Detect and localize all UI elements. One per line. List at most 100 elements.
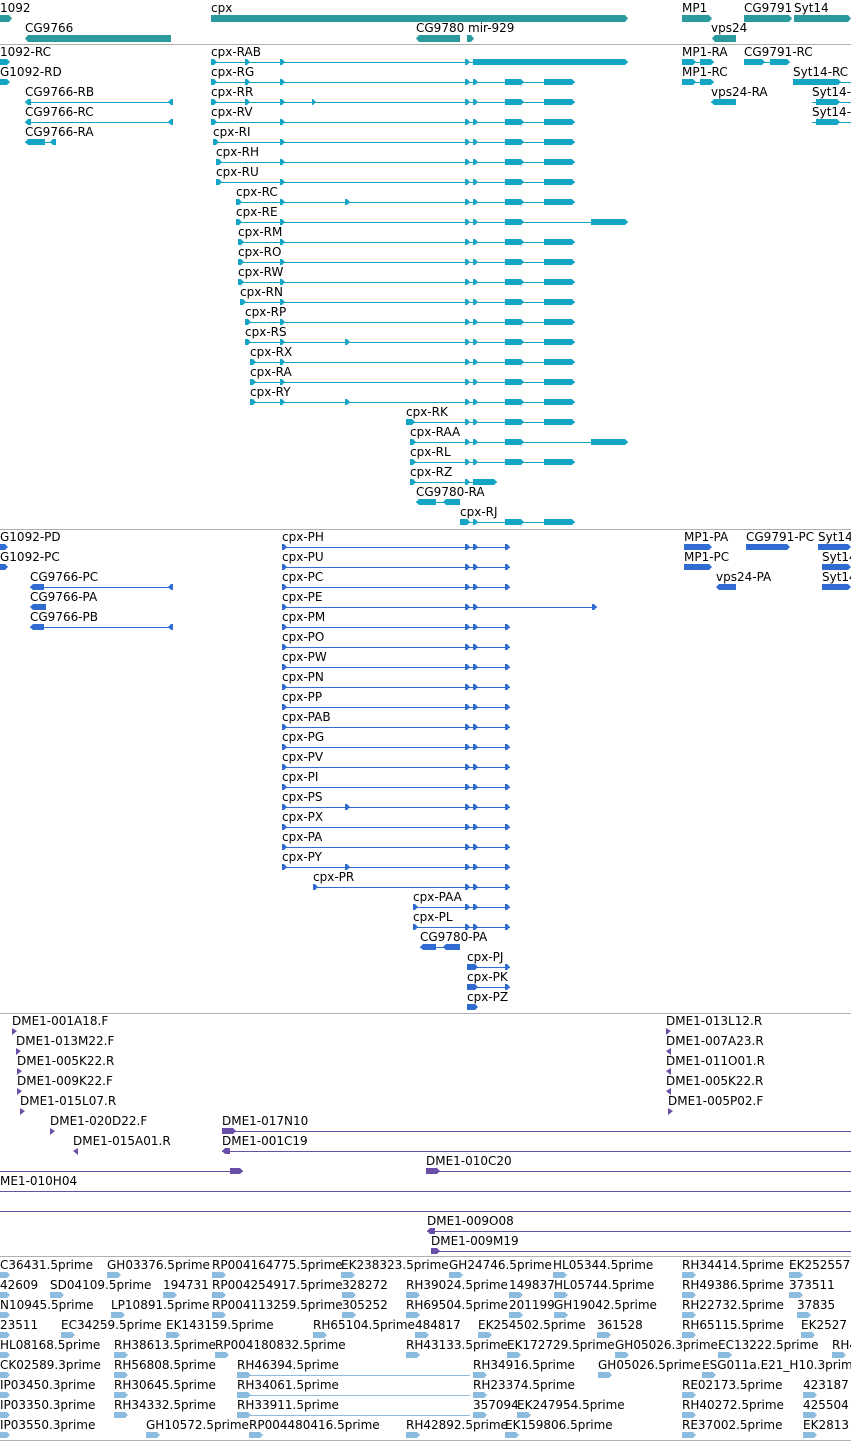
feature-glyph[interactable]: [718, 1352, 732, 1358]
feature-glyph[interactable]: [682, 79, 714, 85]
feature-label[interactable]: DME1-001A18.F: [12, 1014, 109, 1028]
feature-label[interactable]: RH49386.5prime: [682, 1278, 784, 1292]
feature-label[interactable]: cpx-RO: [238, 245, 282, 259]
feature-label[interactable]: cpx-PR: [313, 870, 355, 884]
feature-glyph[interactable]: [282, 604, 597, 610]
feature-glyph[interactable]: [0, 544, 8, 550]
feature-label[interactable]: Syt14-: [822, 550, 851, 564]
feature-label[interactable]: Syt14-RC: [793, 65, 849, 79]
feature-glyph[interactable]: [682, 15, 712, 22]
feature-glyph[interactable]: [146, 1432, 160, 1438]
feature-glyph[interactable]: [507, 1352, 521, 1358]
feature-glyph[interactable]: [597, 1332, 611, 1338]
feature-glyph[interactable]: [282, 784, 510, 790]
feature-glyph[interactable]: [413, 904, 510, 910]
feature-glyph[interactable]: [0, 1372, 10, 1378]
feature-label[interactable]: EK238323.5prime: [341, 1258, 449, 1272]
feature-label[interactable]: cpx-RK: [406, 405, 448, 419]
feature-label[interactable]: CG9766-RC: [25, 105, 94, 119]
feature-glyph[interactable]: [666, 1048, 671, 1055]
feature-glyph[interactable]: [832, 1352, 846, 1358]
feature-glyph[interactable]: [517, 1412, 531, 1418]
feature-glyph[interactable]: [249, 1432, 263, 1438]
feature-glyph[interactable]: [216, 179, 575, 185]
feature-glyph[interactable]: [666, 1088, 671, 1095]
feature-glyph[interactable]: [0, 1352, 10, 1358]
feature-glyph[interactable]: [426, 1168, 851, 1174]
feature-label[interactable]: RH4: [832, 1338, 851, 1352]
feature-glyph[interactable]: [812, 99, 851, 105]
feature-label[interactable]: GH03376.5prime: [107, 1258, 210, 1272]
feature-label[interactable]: CG9766-PB: [30, 610, 99, 624]
feature-label[interactable]: cpx-RP: [245, 305, 287, 319]
feature-label[interactable]: 1092-RC: [0, 45, 51, 59]
feature-glyph[interactable]: [0, 1168, 243, 1174]
feature-label[interactable]: MP1-RA: [682, 45, 728, 59]
feature-label[interactable]: cpx-PA: [282, 830, 323, 844]
feature-glyph[interactable]: [0, 79, 10, 85]
feature-glyph[interactable]: [282, 664, 510, 670]
feature-label[interactable]: Syt14-: [818, 530, 851, 544]
feature-label[interactable]: cpx-RX: [250, 345, 293, 359]
feature-glyph[interactable]: [682, 1272, 696, 1278]
feature-glyph[interactable]: [789, 1272, 803, 1278]
feature-label[interactable]: RH65104.5prime: [313, 1318, 415, 1332]
feature-glyph[interactable]: [818, 544, 851, 550]
feature-glyph[interactable]: [30, 604, 46, 610]
feature-glyph[interactable]: [107, 1272, 121, 1278]
feature-glyph[interactable]: [794, 15, 851, 22]
feature-glyph[interactable]: [0, 1292, 10, 1298]
feature-glyph[interactable]: [240, 299, 575, 305]
feature-glyph[interactable]: [222, 1128, 851, 1134]
feature-glyph[interactable]: [61, 1332, 75, 1338]
feature-label[interactable]: CG9780-PA: [420, 930, 488, 944]
feature-glyph[interactable]: [211, 119, 575, 125]
feature-glyph[interactable]: [803, 1392, 817, 1398]
feature-label[interactable]: DME1-015L07.R: [20, 1094, 117, 1108]
feature-label[interactable]: 357094: [473, 1398, 519, 1412]
feature-label[interactable]: N10945.5prime: [0, 1298, 94, 1312]
feature-glyph[interactable]: [238, 279, 575, 285]
feature-glyph[interactable]: [684, 564, 712, 570]
feature-label[interactable]: 361528: [597, 1318, 643, 1332]
feature-glyph[interactable]: [473, 1412, 487, 1418]
feature-glyph[interactable]: [282, 544, 510, 550]
feature-glyph[interactable]: [12, 1028, 17, 1035]
feature-label[interactable]: CG9766: [25, 21, 74, 35]
feature-glyph[interactable]: [0, 1272, 10, 1278]
feature-label[interactable]: cpx-RW: [238, 265, 284, 279]
feature-glyph[interactable]: [789, 1292, 803, 1298]
feature-label[interactable]: MP1-PA: [684, 530, 729, 544]
feature-label[interactable]: 194731: [163, 1278, 209, 1292]
feature-label[interactable]: 328272: [342, 1278, 388, 1292]
feature-label[interactable]: cpx-RS: [245, 325, 287, 339]
feature-label[interactable]: LP10891.5prime: [111, 1298, 210, 1312]
feature-glyph[interactable]: [744, 15, 792, 22]
feature-label[interactable]: cpx-PL: [413, 910, 453, 924]
feature-glyph[interactable]: [282, 624, 510, 630]
feature-label[interactable]: CG9780-RA: [416, 485, 485, 499]
feature-label[interactable]: RH69504.5prime: [406, 1298, 508, 1312]
feature-glyph[interactable]: [73, 1148, 78, 1155]
feature-glyph[interactable]: [282, 684, 510, 690]
feature-label[interactable]: cpx-PE: [282, 590, 323, 604]
feature-glyph[interactable]: [509, 1312, 523, 1318]
feature-label[interactable]: RH33911.5prime: [237, 1398, 339, 1412]
feature-glyph[interactable]: [460, 519, 575, 525]
feature-glyph[interactable]: [0, 1191, 851, 1192]
feature-label[interactable]: Syt14-: [812, 85, 851, 99]
feature-glyph[interactable]: [410, 459, 575, 465]
feature-label[interactable]: RH65115.5prime: [682, 1318, 784, 1332]
feature-glyph[interactable]: [682, 1332, 696, 1338]
feature-label[interactable]: vps24-RA: [711, 85, 768, 99]
feature-label[interactable]: DME1-013L12.R: [666, 1014, 763, 1028]
feature-label[interactable]: cpx-PG: [282, 730, 325, 744]
feature-label[interactable]: cpx-RAA: [410, 425, 461, 439]
feature-label[interactable]: cpx-PJ: [467, 950, 504, 964]
feature-label[interactable]: GH10572.5prime: [146, 1418, 249, 1432]
feature-label[interactable]: MP1-PC: [684, 550, 730, 564]
feature-label[interactable]: DME1-011O01.R: [666, 1054, 765, 1068]
feature-glyph[interactable]: [17, 1068, 22, 1075]
feature-label[interactable]: CG9791: [744, 1, 793, 15]
feature-glyph[interactable]: [16, 1048, 21, 1055]
